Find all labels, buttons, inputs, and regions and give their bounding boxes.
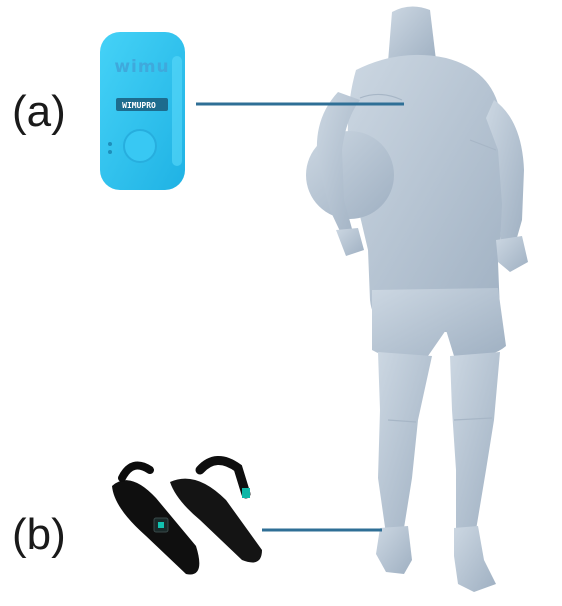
wearable-sensor-device: wimu WIMUPRO (100, 32, 185, 190)
device-side (172, 56, 182, 166)
device-button (124, 130, 156, 162)
label-b: (b) (12, 510, 66, 559)
device-led (108, 142, 112, 146)
mannequin-figure (306, 6, 528, 592)
device-led (108, 150, 112, 154)
insole-sensors (112, 460, 262, 574)
insole-right-sensor (242, 488, 250, 498)
device-logo: wimu (114, 57, 169, 77)
insole-left-strap (122, 466, 150, 479)
label-a: (a) (12, 87, 66, 136)
insole-left-sensor-led (158, 522, 164, 528)
device-model-text: WIMUPRO (122, 101, 156, 110)
